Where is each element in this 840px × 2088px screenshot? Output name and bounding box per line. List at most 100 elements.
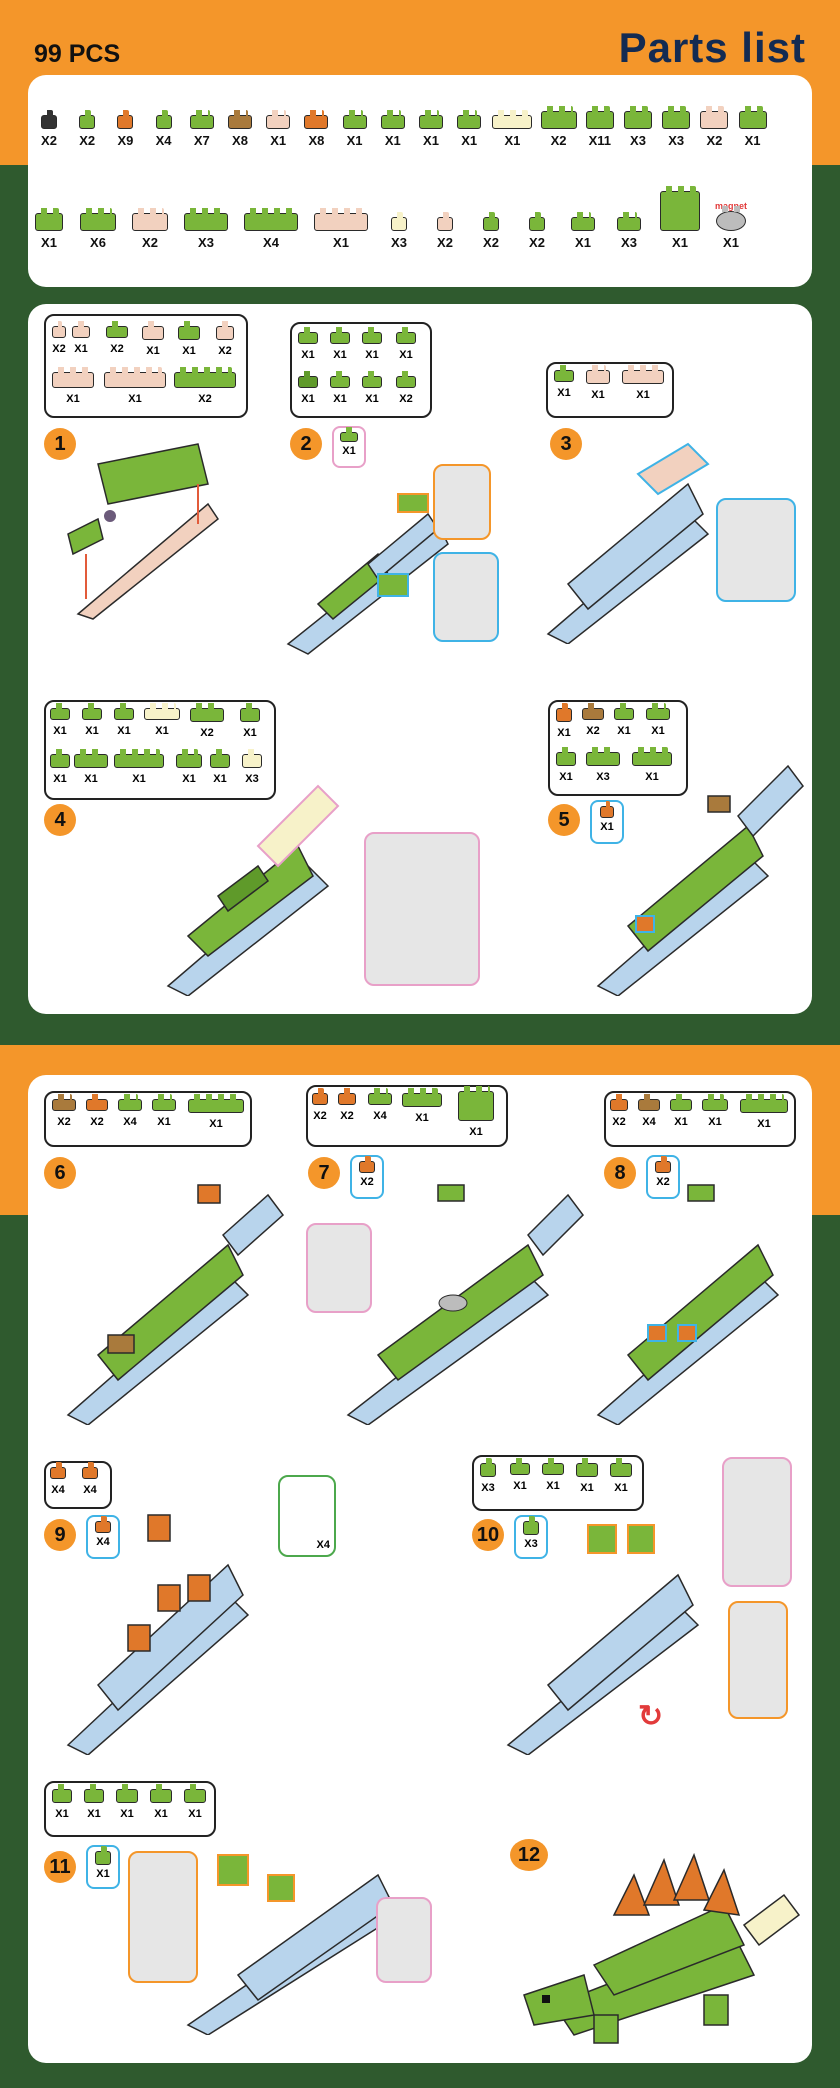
step-2-qty: X1 bbox=[333, 349, 347, 361]
step-10-callout-qty: X3 bbox=[524, 1538, 538, 1550]
part-2x3-brick: X2 bbox=[540, 85, 577, 148]
step-2-qty: X1 bbox=[399, 349, 413, 361]
step-3-inventory: X1 X1 X1 bbox=[546, 362, 674, 418]
step-7-qty: X2 bbox=[313, 1110, 327, 1122]
part-1x2-slope: X1 bbox=[378, 85, 408, 148]
part-1x2-slope: X1 bbox=[340, 85, 370, 148]
part-quantity: X1 bbox=[41, 235, 57, 250]
part-1x1-slope: X2 bbox=[476, 187, 506, 250]
part-1x2-slope: X8 bbox=[301, 85, 331, 148]
part-1x4-plate: X1 bbox=[492, 85, 533, 148]
step-1-qty: X2 bbox=[52, 343, 66, 355]
part-quantity: X3 bbox=[621, 235, 637, 250]
part-quantity: X8 bbox=[232, 133, 248, 148]
step-3-model bbox=[546, 442, 710, 644]
part-magnet-disc: magnetX1 bbox=[715, 187, 747, 250]
page-title: Parts list bbox=[618, 24, 806, 71]
step-1-qty: X1 bbox=[182, 345, 196, 357]
part-quantity: X1 bbox=[672, 235, 688, 250]
step-5-qty: X1 bbox=[557, 727, 571, 739]
step-11-model bbox=[186, 1854, 400, 2035]
1x4-plate-icon bbox=[492, 110, 533, 129]
part-quantity: X2 bbox=[550, 133, 567, 148]
step-5-qty: X1 bbox=[645, 771, 659, 783]
step-11-qty: X1 bbox=[120, 1808, 134, 1820]
step-6-qty: X1 bbox=[209, 1118, 223, 1130]
step-9-callout: X4 bbox=[86, 1515, 120, 1559]
step-9-qty: X4 bbox=[83, 1484, 97, 1496]
step-1-qty: X1 bbox=[146, 345, 160, 357]
1x2-brick-icon bbox=[266, 110, 291, 129]
step-8-qty: X2 bbox=[612, 1116, 626, 1128]
step-5-qty: X3 bbox=[596, 771, 610, 783]
2x6-plate-icon bbox=[314, 208, 368, 231]
step-10-qty: X1 bbox=[580, 1482, 594, 1494]
step-10-qty: X1 bbox=[546, 1480, 560, 1492]
part-quantity: X8 bbox=[308, 133, 325, 148]
part-quantity: X11 bbox=[588, 133, 611, 148]
part-1x2-brick: X7 bbox=[187, 85, 217, 148]
step-2-callout-qty: X1 bbox=[342, 445, 356, 457]
step-6-qty: X4 bbox=[123, 1116, 137, 1128]
part-1x2-brick: X8 bbox=[225, 85, 255, 148]
part-quantity: X1 bbox=[333, 235, 349, 250]
part-quantity: X3 bbox=[630, 133, 646, 148]
1x2-brick-icon bbox=[228, 110, 252, 129]
step-7-qty: X2 bbox=[340, 1110, 354, 1122]
step-5-qty: X1 bbox=[651, 725, 665, 737]
step-4-qty: X1 bbox=[243, 727, 257, 739]
part-quantity: X1 bbox=[270, 133, 287, 148]
part-2x6-plate: X1 bbox=[314, 187, 368, 250]
step-7-qty: X1 bbox=[415, 1112, 429, 1124]
2x2-corner-icon bbox=[738, 106, 767, 129]
step-2-number: 2 bbox=[290, 428, 322, 460]
step-2-qty: X1 bbox=[333, 393, 347, 405]
step-1-qty: X2 bbox=[218, 345, 232, 357]
part-quantity: X1 bbox=[384, 133, 401, 148]
part-2x2-brick: X11 bbox=[585, 85, 615, 148]
1x2-slope-icon bbox=[419, 110, 443, 129]
step-4-qty: X1 bbox=[213, 773, 227, 785]
step-1-qty: X1 bbox=[128, 393, 142, 405]
part-quantity: X1 bbox=[461, 133, 478, 148]
step-7-qty: X1 bbox=[469, 1126, 483, 1138]
step-11-qty: X1 bbox=[55, 1808, 69, 1820]
part-2x3-brick: X2 bbox=[132, 187, 168, 250]
part-1x1-brick: X2 bbox=[72, 85, 102, 148]
step-7-magnet-detail bbox=[306, 1223, 372, 1313]
2x2-brick-icon bbox=[700, 106, 729, 129]
2x2-brick-icon bbox=[624, 106, 652, 129]
step-10-qty: X1 bbox=[614, 1482, 628, 1494]
step-7-model bbox=[346, 1184, 584, 1425]
part-2x2-brick: X2 bbox=[699, 85, 729, 148]
step-5-qty: X1 bbox=[559, 771, 573, 783]
2x6-brick-icon bbox=[244, 208, 298, 231]
step-4-inventory: X1 X1 X1 X1 X2 X1 X1 X1 X1 X1 X1 X3 bbox=[44, 700, 276, 800]
part-1x2-brick: X1 bbox=[263, 85, 293, 148]
step-4-qty: X1 bbox=[155, 725, 169, 737]
1x2-slope-icon bbox=[380, 110, 405, 129]
step-4-qty: X3 bbox=[245, 773, 259, 785]
step-2-qty: X1 bbox=[301, 349, 315, 361]
step-2-qty: X1 bbox=[301, 393, 315, 405]
step-1-qty: X2 bbox=[198, 393, 212, 405]
step-1-inventory: X2 X1 X2 X1 X1 X2 X1 X1 X2 bbox=[44, 314, 248, 418]
step-5-qty: X1 bbox=[617, 725, 631, 737]
part-2x2-slope: X3 bbox=[661, 85, 691, 148]
step-10-inventory: X3 X1 X1 X1 X1 bbox=[472, 1455, 644, 1511]
1x2-slope-icon bbox=[342, 110, 367, 129]
part-1x2-brick: X1 bbox=[568, 187, 598, 250]
step-2-qty: X1 bbox=[365, 349, 379, 361]
step-3-qty: X1 bbox=[636, 389, 650, 401]
part-quantity: X2 bbox=[41, 133, 57, 148]
magnet-holder-block-icon bbox=[660, 186, 700, 231]
step-4-qty: X1 bbox=[84, 773, 98, 785]
part-quantity: X1 bbox=[575, 235, 591, 250]
part-2x3-brick: X6 bbox=[80, 187, 116, 250]
step-3-detail bbox=[716, 498, 796, 602]
step-11-qty: X1 bbox=[154, 1808, 168, 1820]
part-quantity: X1 bbox=[723, 235, 739, 250]
step-4-qty: X1 bbox=[53, 725, 67, 737]
1x2-brick-icon bbox=[571, 212, 595, 231]
step-1-qty: X1 bbox=[74, 343, 88, 355]
